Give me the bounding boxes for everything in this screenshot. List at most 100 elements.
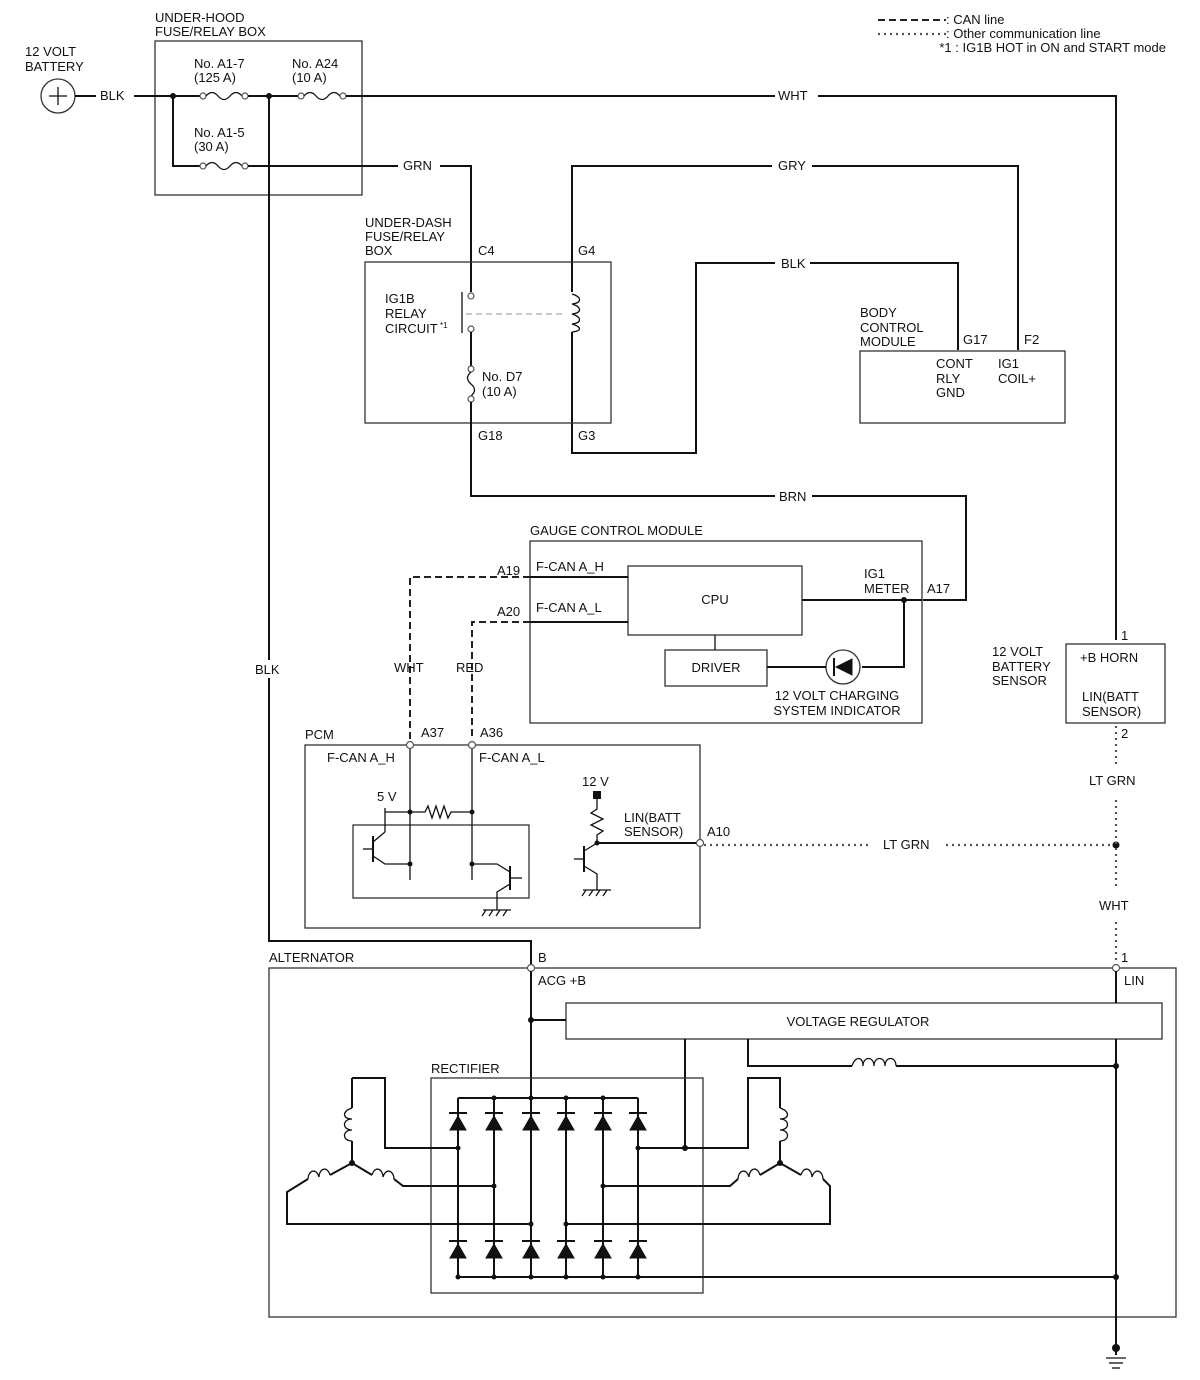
sensor-lin-1: LIN(BATT [1082,689,1139,704]
wire-label-wht-top: WHT [778,88,808,103]
bcm-cont-2: RLY [936,371,961,386]
relay-note: *1 [440,321,448,330]
wire-label-grn: GRN [403,158,432,173]
relay-label-2: RELAY [385,306,427,321]
wire-label-gry: GRY [778,158,806,173]
gauge-fcan-l: F-CAN A_L [536,600,602,615]
fuse-d7-name: No. D7 [482,369,522,384]
alt-lin: LIN [1124,973,1144,988]
fuse-a15-symbol [205,161,243,171]
underhood-label-2: FUSE/RELAY BOX [155,24,266,39]
ground-symbol [1106,1335,1126,1369]
fuse-a15-rating: (30 A) [194,139,229,154]
battery-label-2: BATTERY [25,59,84,74]
relay-label-3: CIRCUIT [385,321,438,336]
alternator-outline [268,967,1177,1318]
wire-label-wht-can: WHT [394,660,424,675]
gauge-fcan-h: F-CAN A_H [536,559,604,574]
battery: 12 VOLT BATTERY BLK [25,44,125,114]
regulator-label: VOLTAGE REGULATOR [787,1014,930,1029]
pcm-lin-pullup [589,799,605,843]
gauge-title: GAUGE CONTROL MODULE [530,523,703,538]
wire-label-lt-grn-sensor: LT GRN [1089,773,1135,788]
gauge-control-module: GAUGE CONTROL MODULE A19 A20 A17 F-CAN A… [497,523,950,724]
fuse-a15-name: No. A1-5 [194,125,245,140]
pcm-5v: 5 V [377,789,397,804]
sensor-lin-2: SENSOR) [1082,704,1141,719]
underdash-box-outline [364,261,612,424]
fuse-a17-symbol [205,91,243,101]
wire-label-red-can: RED [456,660,483,675]
legend-note: *1 : IG1B HOT in ON and START mode [939,40,1166,55]
indicator-label-2: SYSTEM INDICATOR [773,703,900,718]
cpu-label: CPU [701,592,728,607]
relay-label-1: IG1B [385,291,415,306]
pin-g17: G17 [963,332,988,347]
bcm-label-1: BODY [860,305,897,320]
fuse-a24-rating: (10 A) [292,70,327,85]
pin-f2: F2 [1024,332,1039,347]
pcm-title: PCM [305,727,334,742]
fuse-a24-symbol [303,91,341,101]
underdash-label-1: UNDER-DASH [365,215,452,230]
pcm-fcan-l: F-CAN A_L [479,750,545,765]
alt-pin-b: B [538,950,547,965]
sensor-label-3: SENSOR [992,673,1047,688]
rectifier-title: RECTIFIER [431,1061,500,1076]
alternator-title: ALTERNATOR [269,950,354,965]
fuse-a17-name: No. A1-7 [194,56,245,71]
battery-label-1: 12 VOLT [25,44,76,59]
underdash-label-3: BOX [365,243,393,258]
pcm-outline [304,744,701,929]
fuse-a24-name: No. A24 [292,56,338,71]
sensor-label-1: 12 VOLT [992,644,1043,659]
wire-label-blk-bcm: BLK [781,256,806,271]
bcm-label-2: CONTROL [860,320,924,335]
bcm-label-3: MODULE [860,334,916,349]
body-control-module: BODY CONTROL MODULE G17 F2 CONT RLY GND … [859,305,1066,424]
sensor-label-2: BATTERY [992,659,1051,674]
fuse-d7-rating: (10 A) [482,384,517,399]
pcm-can-resistor [385,803,472,821]
pin-a10: A10 [707,824,730,839]
alternator: ALTERNATOR B 1 ACG +B LIN VOLTAGE REGULA… [268,950,1177,1335]
sensor-outline [1065,643,1166,724]
wire-label-brn: BRN [779,489,806,504]
wire-label-wht-lin: WHT [1099,898,1129,913]
underdash-fuse-box: UNDER-DASH FUSE/RELAY BOX C4 G4 G18 G3 I… [364,215,775,497]
gauge-ig1-2: METER [864,581,910,596]
legend-can-text: : CAN line [946,12,1005,27]
legend: : CAN line : Other communication line *1… [878,12,1166,55]
gauge-outline [529,540,923,724]
field-coil [851,1057,897,1067]
bcm-ig1-2: COIL+ [998,371,1036,386]
pin-a19: A19 [497,563,520,578]
pcm: PCM A37 A36 A10 F-CAN A_H F-CAN A_L 5 V … [304,725,730,929]
sensor-horn: +B HORN [1080,650,1138,665]
bcm-cont-3: GND [936,385,965,400]
can-line-low [471,621,530,740]
pin-a20: A20 [497,604,520,619]
pcm-12v: 12 V [582,774,609,789]
underdash-label-2: FUSE/RELAY [365,229,445,244]
pin-g18: G18 [478,428,503,443]
wire-label-blk-battery: BLK [100,88,125,103]
pin-a17: A17 [927,581,950,596]
bcm-ig1-1: IG1 [998,356,1019,371]
rectifier-diodes [449,1095,647,1280]
bcm-outline [859,350,1066,424]
legend-other-text: : Other communication line [946,26,1101,41]
bcm-cont-1: CONT [936,356,973,371]
pcm-lin-1: LIN(BATT [624,810,681,825]
pcm-fcan-h: F-CAN A_H [327,750,395,765]
pin-a36: A36 [480,725,503,740]
pin-g4: G4 [578,243,595,258]
alt-pin-1: 1 [1121,950,1128,965]
pcm-can-transceiver [352,824,530,899]
sensor-pin-1: 1 [1121,628,1128,643]
pin-c4: C4 [478,243,495,258]
pin-a37: A37 [421,725,444,740]
driver-label: DRIVER [691,660,740,675]
gauge-ig1-1: IG1 [864,566,885,581]
